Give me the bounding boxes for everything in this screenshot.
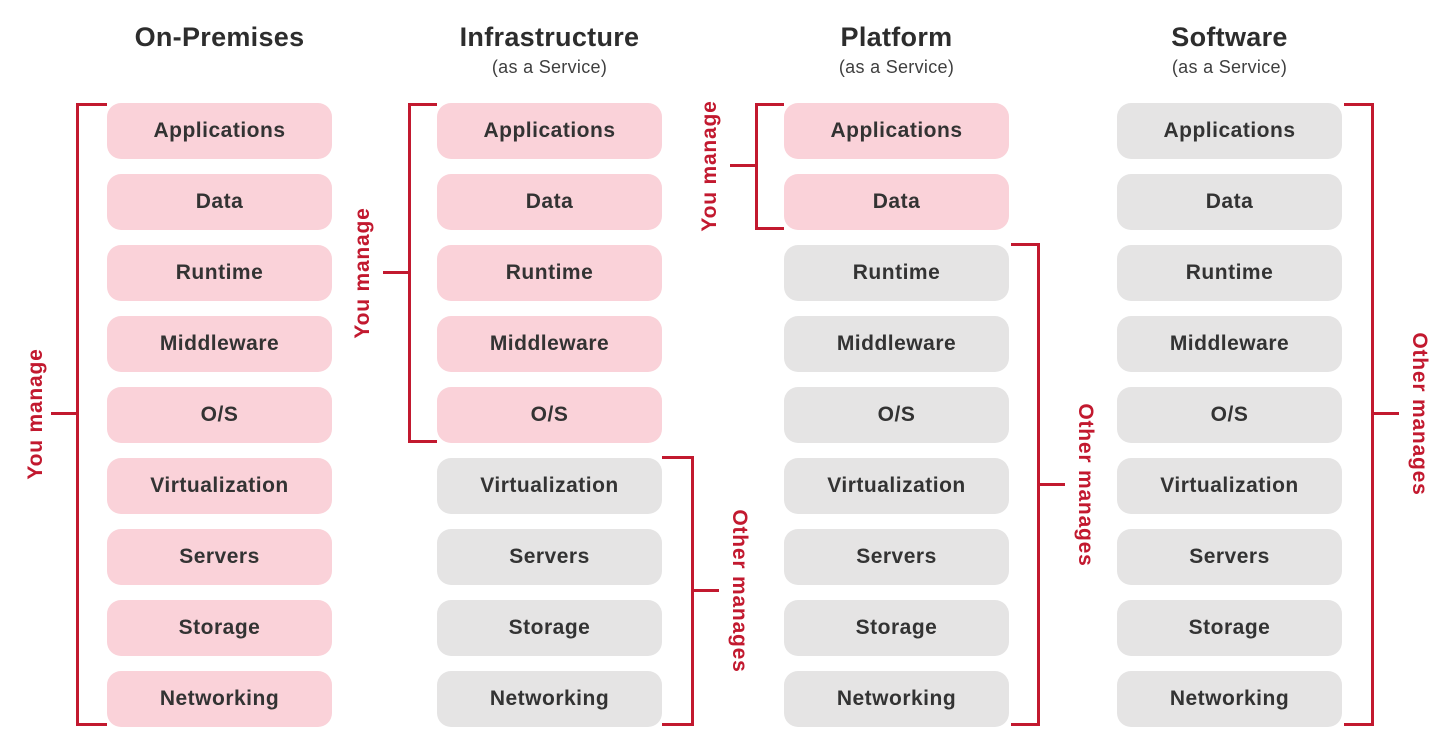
you-manage-label: You manage [351,207,374,339]
other-manages-label: Other manages [728,509,751,673]
layer-box-virtualization: Virtualization [437,458,662,514]
bracket-bottom-tick [76,723,107,726]
bracket-top-tick [755,103,784,106]
layer-box-runtime: Runtime [107,245,332,301]
bracket-mid-tick [694,589,719,592]
layer-box-servers: Servers [784,529,1009,585]
bracket-top-tick [1011,243,1037,246]
layer-box-virtualization: Virtualization [1117,458,1342,514]
bracket-mid-tick [1040,483,1065,486]
bracket-top-tick [1344,103,1371,106]
bracket-mid-tick [51,412,76,415]
bracket-vertical-line [755,103,758,230]
bracket-top-tick [76,103,107,106]
bracket-vertical-line [691,456,694,726]
column-title: On-Premises [134,22,305,52]
layer-box-storage: Storage [1117,600,1342,656]
layer-box-middleware: Middleware [107,316,332,372]
layer-box-virtualization: Virtualization [784,458,1009,514]
bracket-vertical-line [76,103,79,726]
column-title: Platform [840,22,953,52]
bracket-bottom-tick [755,227,784,230]
layer-box-o-s: O/S [1117,387,1342,443]
other-manages-label: Other manages [1408,332,1431,496]
layer-box-data: Data [1117,174,1342,230]
layer-box-servers: Servers [1117,529,1342,585]
layer-box-storage: Storage [437,600,662,656]
layer-box-servers: Servers [437,529,662,585]
column-subtitle: (as a Service) [838,57,955,77]
you-manage-label: You manage [698,100,721,232]
layer-box-storage: Storage [107,600,332,656]
layer-box-applications: Applications [107,103,332,159]
layer-box-storage: Storage [784,600,1009,656]
layer-box-runtime: Runtime [784,245,1009,301]
bracket-vertical-line [1371,103,1374,726]
bracket-bottom-tick [1344,723,1371,726]
layer-box-data: Data [437,174,662,230]
layer-box-applications: Applications [437,103,662,159]
layer-box-servers: Servers [107,529,332,585]
bracket-mid-tick [730,164,755,167]
layer-box-o-s: O/S [437,387,662,443]
layer-box-data: Data [107,174,332,230]
layer-box-middleware: Middleware [437,316,662,372]
layer-box-middleware: Middleware [1117,316,1342,372]
column-subtitle: (as a Service) [491,57,608,77]
layer-box-networking: Networking [1117,671,1342,727]
bracket-vertical-line [1037,243,1040,726]
column-title: Infrastructure [459,22,640,52]
bracket-top-tick [662,456,691,459]
layer-box-o-s: O/S [784,387,1009,443]
layer-box-networking: Networking [437,671,662,727]
bracket-top-tick [408,103,437,106]
layer-box-applications: Applications [1117,103,1342,159]
layer-box-runtime: Runtime [1117,245,1342,301]
layer-box-middleware: Middleware [784,316,1009,372]
layer-box-applications: Applications [784,103,1009,159]
column-title: Software [1171,22,1288,52]
layer-box-virtualization: Virtualization [107,458,332,514]
layer-box-networking: Networking [107,671,332,727]
bracket-mid-tick [383,271,408,274]
bracket-vertical-line [408,103,411,443]
bracket-mid-tick [1374,412,1399,415]
layer-box-runtime: Runtime [437,245,662,301]
bracket-bottom-tick [1011,723,1037,726]
layer-box-o-s: O/S [107,387,332,443]
layer-box-networking: Networking [784,671,1009,727]
column-subtitle: (as a Service) [1171,57,1288,77]
bracket-bottom-tick [662,723,691,726]
you-manage-label: You manage [24,348,47,480]
layer-box-data: Data [784,174,1009,230]
bracket-bottom-tick [408,440,437,443]
other-manages-label: Other manages [1074,403,1097,567]
